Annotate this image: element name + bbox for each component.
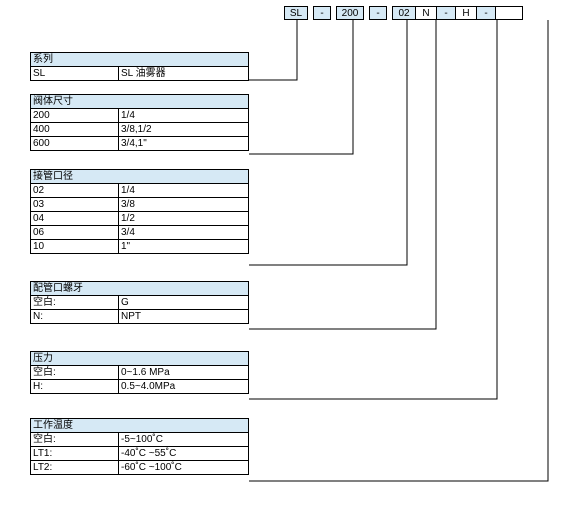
- port-size-title: 接管口径: [30, 169, 249, 184]
- part-number-code-row: SL - 200 - 02 N - H -: [284, 6, 523, 20]
- thread-code: N:: [30, 309, 119, 324]
- series-title: 系列: [30, 52, 249, 67]
- temperature-code: LT2:: [30, 460, 119, 475]
- connector-series: [249, 20, 298, 81]
- temperature-code: LT1:: [30, 446, 119, 461]
- port-size-code: 10: [30, 239, 119, 254]
- temperature-title: 工作温度: [30, 418, 249, 433]
- temperature-desc: -60˚C ~100˚C: [118, 460, 249, 475]
- temperature-desc: -5~100˚C: [118, 432, 249, 447]
- port-size-desc: 1": [118, 239, 249, 254]
- series-desc: SL 油雾器: [118, 66, 249, 81]
- connector-temperature: [249, 20, 549, 482]
- port-size-desc: 1/2: [118, 211, 249, 226]
- connector-port-size: [249, 20, 408, 266]
- port-size-code: 04: [30, 211, 119, 226]
- port-size-desc: 3/4: [118, 225, 249, 240]
- pressure-desc: 0.5~4.0MPa: [118, 379, 249, 394]
- temperature-desc: -40˚C ~55˚C: [118, 446, 249, 461]
- temperature-code: 空白:: [30, 432, 119, 447]
- connector-thread: [249, 20, 437, 330]
- thread-desc: NPT: [118, 309, 249, 324]
- port-size-code: 03: [30, 197, 119, 212]
- port-size-code: 02: [30, 183, 119, 198]
- port-size-code: 06: [30, 225, 119, 240]
- pressure-code: 空白:: [30, 365, 119, 380]
- code-dash: -: [369, 6, 387, 20]
- code-dash: -: [436, 6, 456, 20]
- body-size-desc: 3/8,1/2: [118, 122, 249, 137]
- body-size-desc: 1/4: [118, 108, 249, 123]
- code-series: SL: [284, 6, 308, 20]
- body-size-code: 400: [30, 122, 119, 137]
- temperature-table: 工作温度 空白:-5~100˚C LT1:-40˚C ~55˚C LT2:-60…: [30, 418, 249, 475]
- connector-body-size: [249, 20, 354, 155]
- body-size-code: 600: [30, 136, 119, 151]
- body-size-desc: 3/4,1": [118, 136, 249, 151]
- port-size-desc: 3/8: [118, 197, 249, 212]
- connector-pressure: [249, 20, 498, 400]
- thread-title: 配管口螺牙: [30, 281, 249, 296]
- series-code: SL: [30, 66, 119, 81]
- code-dash: -: [313, 6, 331, 20]
- thread-desc: G: [118, 295, 249, 310]
- thread-code: 空白:: [30, 295, 119, 310]
- pressure-table: 压力 空白:0~1.6 MPa H:0.5~4.0MPa: [30, 351, 249, 394]
- pressure-code: H:: [30, 379, 119, 394]
- pressure-title: 压力: [30, 351, 249, 366]
- code-body-size: 200: [336, 6, 364, 20]
- thread-table: 配管口螺牙 空白:G N:NPT: [30, 281, 249, 324]
- port-size-desc: 1/4: [118, 183, 249, 198]
- pressure-desc: 0~1.6 MPa: [118, 365, 249, 380]
- body-size-code: 200: [30, 108, 119, 123]
- code-temperature: [495, 6, 523, 20]
- body-size-title: 阀体尺寸: [30, 94, 249, 109]
